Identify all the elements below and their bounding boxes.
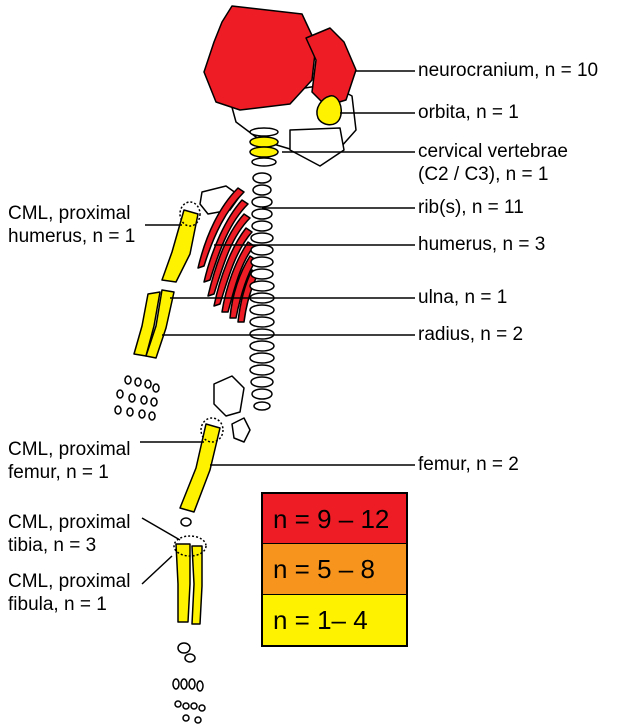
humerus-bone [162,210,198,282]
label-ulna: ulna, n = 1 [418,286,507,309]
skull [204,6,356,166]
femur-bone [180,424,220,512]
label-cml-femur: CML, proximal femur, n = 1 [8,438,130,484]
label-cml-fibula: CML, proximal fibula, n = 1 [8,570,130,616]
tibia-bone [176,544,190,622]
label-ribs: rib(s), n = 11 [418,196,524,219]
legend: n = 9 – 12 n = 5 – 8 n = 1– 4 [261,492,408,647]
fibula-bone [192,546,202,624]
cervical-vertebrae [250,128,278,166]
neurocranium-left [204,6,316,110]
patella [181,518,191,526]
mandible [290,128,344,166]
label-cervical-vertebrae: cervical vertebrae (C2 / C3), n = 1 [418,140,568,186]
legend-item-high: n = 9 – 12 [263,494,406,544]
foot-bones [173,643,205,723]
hand-bones [115,376,159,420]
label-cml-tibia: CML, proximal tibia, n = 3 [8,511,130,557]
label-humerus: humerus, n = 3 [418,233,545,256]
ischium [232,418,250,442]
legend-item-low: n = 1– 4 [263,595,406,645]
label-orbita: orbita, n = 1 [418,101,519,124]
label-cml-humerus: CML, proximal humerus, n = 1 [8,202,135,248]
ilium [214,376,244,416]
label-neurocranium: neurocranium, n = 10 [418,59,598,82]
label-radius: radius, n = 2 [418,323,523,346]
legend-item-medium: n = 5 – 8 [263,544,406,594]
label-femur: femur, n = 2 [418,453,519,476]
